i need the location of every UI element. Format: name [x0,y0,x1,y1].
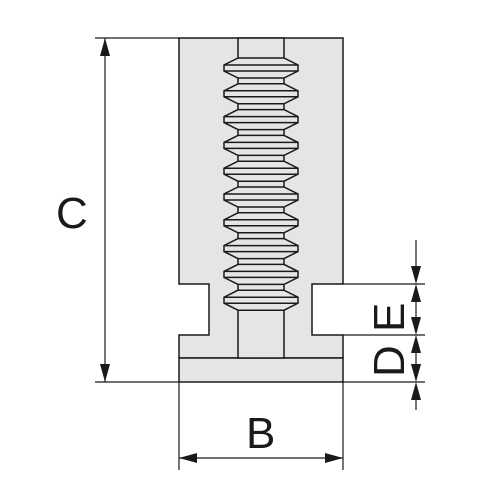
thread-tooth [223,212,299,234]
dimension-b: B [178,382,344,470]
thread-tooth [223,134,299,157]
thread-tooth [223,237,299,260]
thread-teeth [223,57,299,311]
thread-tooth [223,289,299,311]
thread-tooth [223,83,299,105]
thread-tooth [223,160,299,182]
dimension-label-c: C [56,189,88,238]
dimension-label-e: E [365,303,414,332]
thread-tooth [223,108,299,131]
thread-tooth [223,57,299,79]
dimension-label-d: D [365,345,414,377]
thread-tooth [223,263,299,286]
dimension-label-b: B [246,409,275,458]
dimension-c: C [56,37,179,383]
part-base [178,357,344,383]
dimension-d-e: E D [343,240,425,410]
thread-tooth [223,186,299,208]
